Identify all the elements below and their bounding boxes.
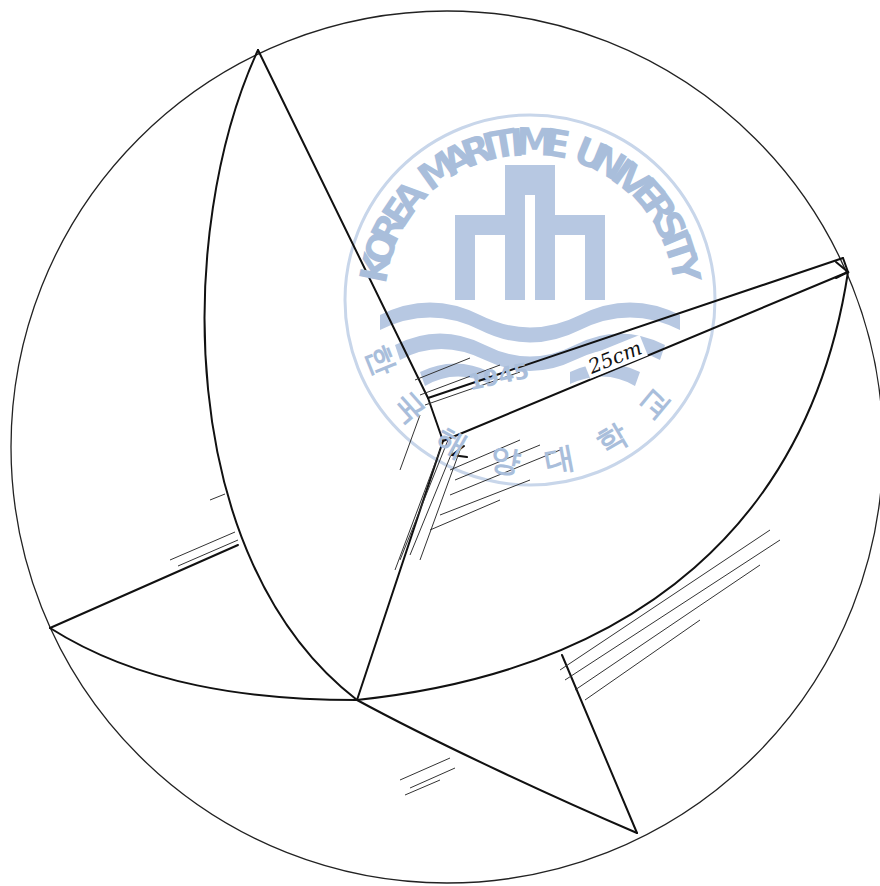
watermark-year: 1945: [466, 358, 531, 395]
watermark-letter: 한: [355, 339, 404, 382]
cutaway-lines: [50, 50, 848, 833]
hatching: [170, 358, 780, 795]
watermark-letter: 학: [589, 414, 636, 465]
sphere-outline: [11, 11, 880, 883]
watermark-letter: 교: [629, 379, 680, 428]
watermark-letter: 국: [384, 383, 435, 433]
watermark-letter: 해: [429, 417, 475, 467]
watermark-letter: 대: [542, 436, 579, 482]
watermark-letter: 양: [487, 437, 523, 482]
watermark-logo: [345, 115, 715, 485]
